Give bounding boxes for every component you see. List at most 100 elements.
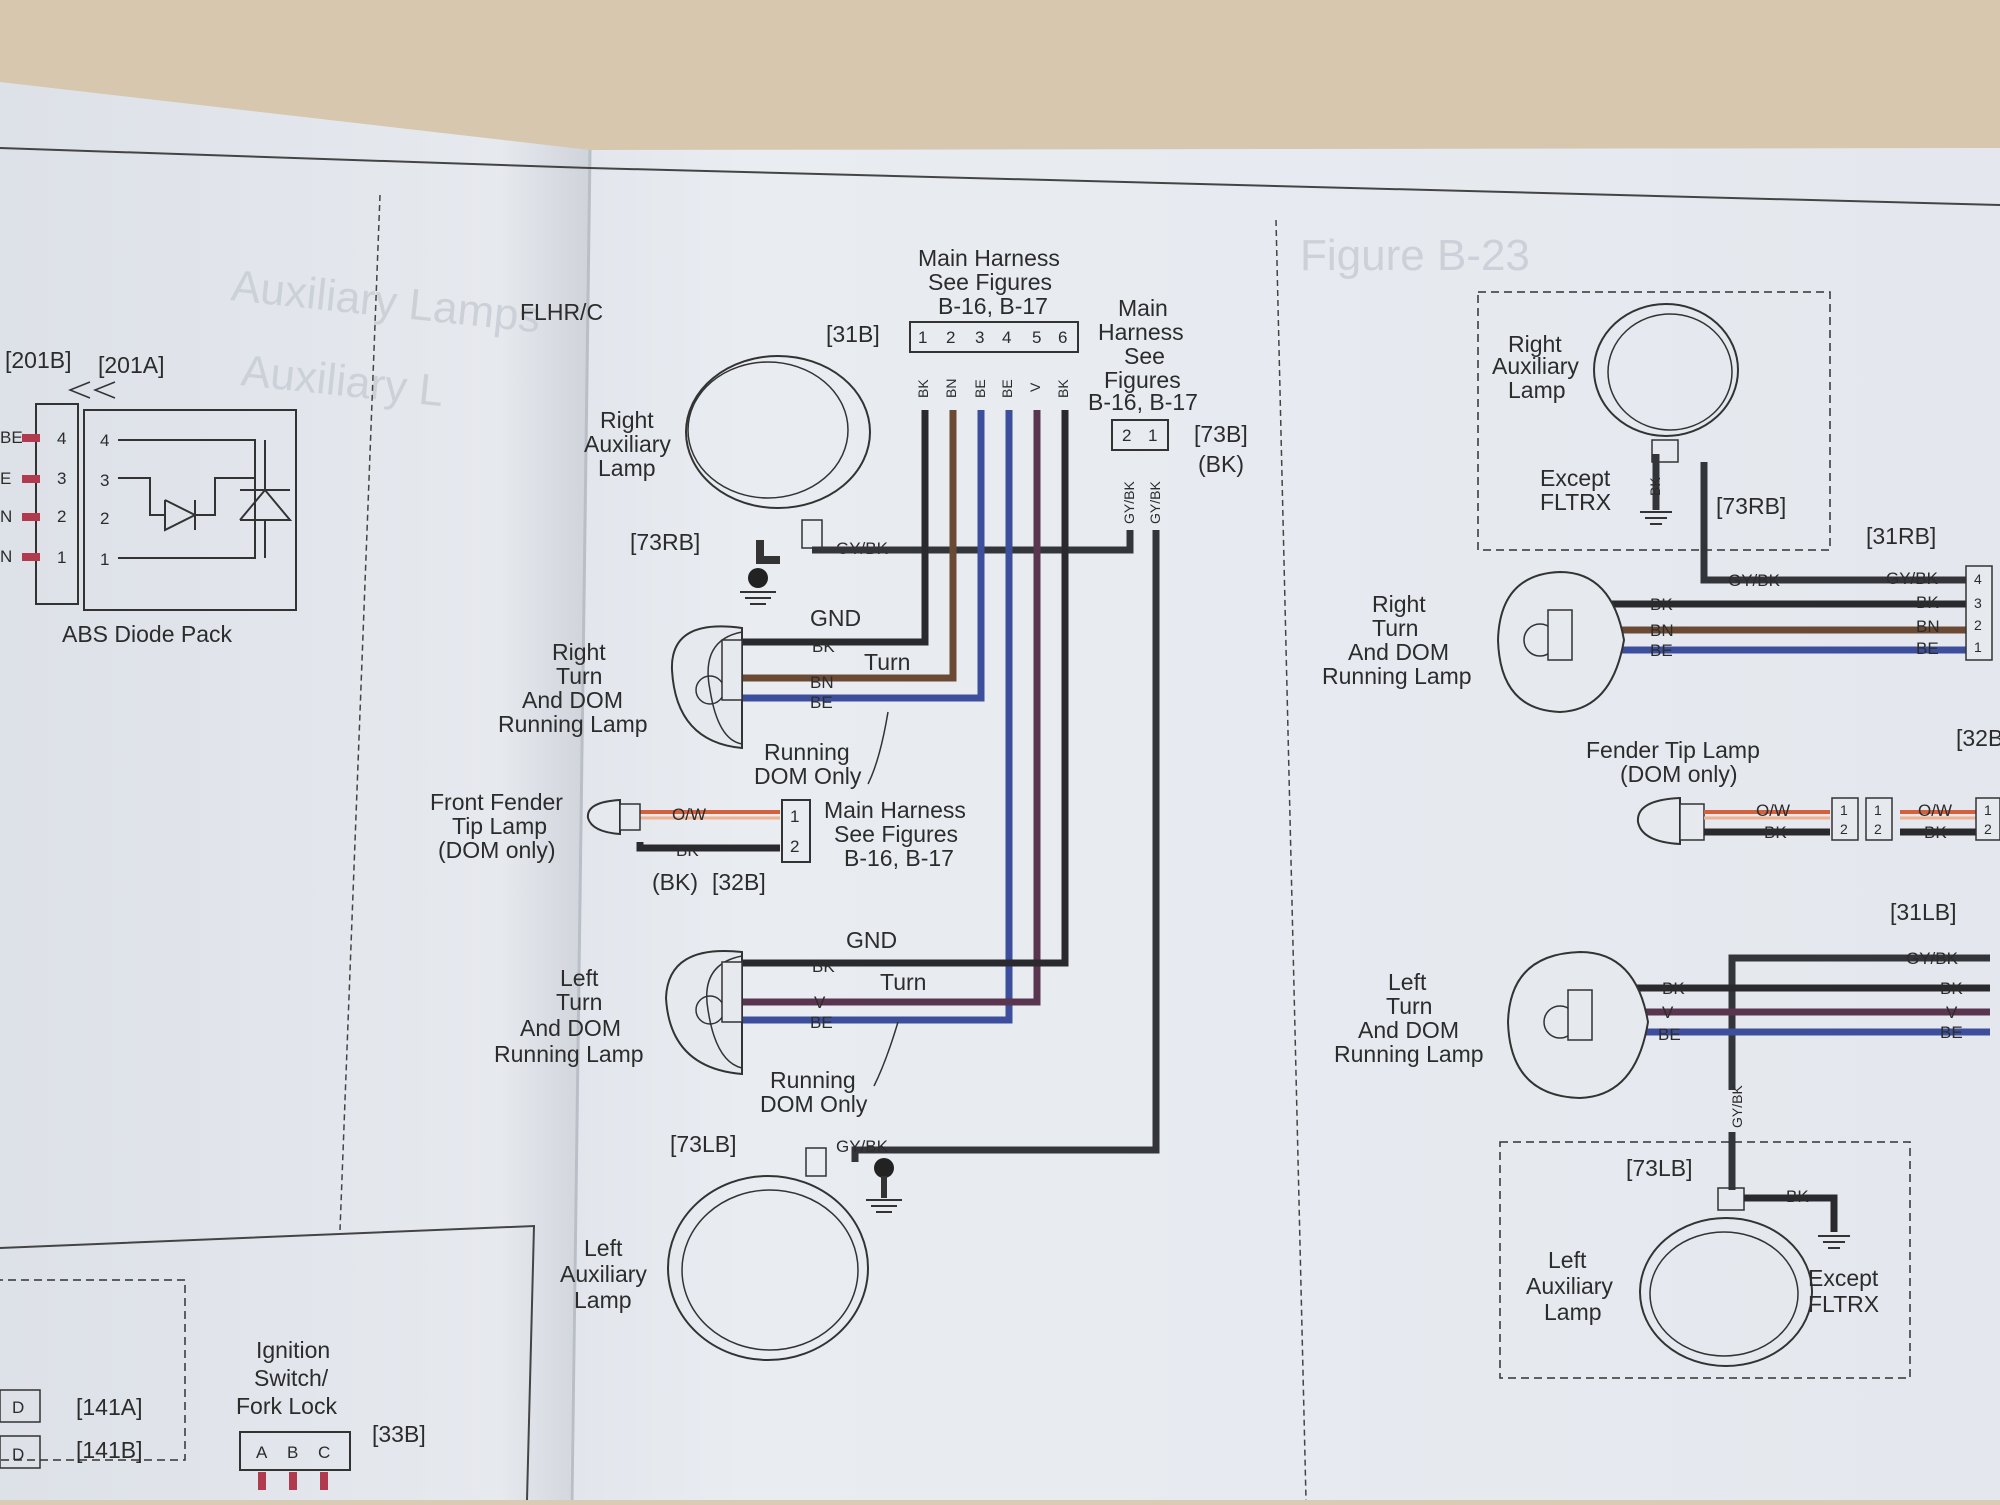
svg-text:Auxiliary: Auxiliary <box>1492 353 1579 379</box>
svg-text:Ignition: Ignition <box>256 1337 330 1363</box>
right-turn-lamp-right-page <box>1496 570 1626 714</box>
svg-text:V: V <box>1946 1003 1958 1022</box>
running-dom-only-right: Running DOM Only <box>754 711 889 789</box>
dashed-box-bottom-left <box>0 1279 186 1461</box>
svg-text:2: 2 <box>1840 821 1848 837</box>
front-fender-tip-label: Front Fender Tip Lamp (DOM only) <box>430 789 563 863</box>
svg-text:Turn: Turn <box>1372 615 1418 641</box>
wire-label-gybk-bottom: GY/BK <box>836 1137 889 1156</box>
connector-body-201b <box>35 403 79 605</box>
svg-text:4: 4 <box>100 431 109 450</box>
svg-text:BK: BK <box>1055 379 1071 398</box>
svg-text:Auxiliary: Auxiliary <box>584 431 671 457</box>
left-turn-lamp <box>664 950 743 1076</box>
svg-text:BN: BN <box>1650 621 1674 640</box>
svg-text:1: 1 <box>57 548 66 567</box>
svg-text:Switch/: Switch/ <box>254 1365 329 1391</box>
svg-text:Except: Except <box>1540 465 1611 491</box>
svg-text:BN: BN <box>810 673 834 692</box>
svg-text:Harness: Harness <box>1098 319 1184 345</box>
svg-text:BK: BK <box>1764 823 1787 842</box>
svg-text:Running: Running <box>770 1067 856 1093</box>
svg-text:And DOM: And DOM <box>1358 1017 1459 1043</box>
svg-text:Turn: Turn <box>556 663 602 689</box>
svg-text:BK: BK <box>1924 823 1947 842</box>
svg-text:Left: Left <box>1388 969 1427 995</box>
svg-text:(DOM only): (DOM only) <box>1620 761 1738 787</box>
left-turn-lamp-label: Left Turn And DOM Running Lamp <box>494 965 644 1067</box>
svg-text:BE: BE <box>810 1013 833 1032</box>
connector-31lb-wires: GY/BK BK V BE <box>1906 949 1963 1042</box>
svg-text:Lamp: Lamp <box>574 1287 632 1313</box>
svg-text:DOM Only: DOM Only <box>760 1091 868 1117</box>
svg-text:BK: BK <box>812 637 835 656</box>
diode-pack-label: ABS Diode Pack <box>62 621 233 647</box>
svg-text:V: V <box>1662 1003 1674 1022</box>
page-fold <box>570 149 592 1501</box>
left-auxiliary-lamp <box>667 1147 869 1361</box>
svg-text:2: 2 <box>946 328 955 347</box>
left-page-content: [201B] [201A] BE E N N 4 3 2 1 4 3 2 1 <box>0 347 426 1490</box>
svg-text:B-16, B-17: B-16, B-17 <box>844 845 954 871</box>
svg-text:And DOM: And DOM <box>520 1015 621 1041</box>
ignition-wire-stubs <box>258 1472 328 1490</box>
svg-text:3: 3 <box>57 469 66 488</box>
svg-text:1: 1 <box>918 328 927 347</box>
ground-right-top <box>1640 454 1672 525</box>
left-aux-lamp-label-right: Left Auxiliary Lamp <box>1526 1247 1613 1325</box>
right-wires-top <box>1560 462 1980 654</box>
svg-text:BK: BK <box>812 957 835 976</box>
svg-text:2: 2 <box>1984 821 1992 837</box>
svg-text:6: 6 <box>1058 328 1067 347</box>
svg-text:Lamp: Lamp <box>1508 377 1566 403</box>
model-label: FLHR/C <box>520 299 603 325</box>
svg-text:3: 3 <box>100 471 109 490</box>
svg-text:Turn: Turn <box>1386 993 1432 1019</box>
svg-text:Front Fender: Front Fender <box>430 789 563 815</box>
left-turn-lamp-label-right: Left Turn And DOM Running Lamp <box>1334 969 1484 1067</box>
turn-label-left: Turn <box>880 969 926 995</box>
svg-text:Tip Lamp: Tip Lamp <box>452 813 547 839</box>
svg-text:O/W: O/W <box>1918 801 1952 820</box>
svg-text:BK: BK <box>676 841 699 860</box>
svg-text:(BK): (BK) <box>652 869 698 895</box>
svg-text:GY/BK: GY/BK <box>1886 569 1939 588</box>
svg-text:BK: BK <box>1940 979 1963 998</box>
svg-text:Running Lamp: Running Lamp <box>494 1041 644 1067</box>
connector-141a: [141A] <box>76 1394 143 1420</box>
connector-31rb-label: [31RB] <box>1866 523 1936 549</box>
svg-text:BK: BK <box>1650 595 1673 614</box>
connector-73rb-label: [73RB] <box>630 529 700 555</box>
svg-text:BE: BE <box>810 693 833 712</box>
svg-text:B-16, B-17: B-16, B-17 <box>1088 389 1198 415</box>
svg-text:Right: Right <box>552 639 606 665</box>
svg-text:1: 1 <box>1974 639 1982 655</box>
svg-text:1: 1 <box>1984 802 1992 818</box>
connector-32b-right-label: [32B <box>1956 725 2000 751</box>
svg-text:GY/BK: GY/BK <box>1906 949 1959 968</box>
gnd-label-right: GND <box>810 605 861 631</box>
connector-201b: [201B] <box>5 347 72 373</box>
left-aux-lamp-label: Left Auxiliary Lamp <box>560 1235 647 1313</box>
svg-text:GY/BK: GY/BK <box>1147 481 1163 524</box>
pin-d-top <box>0 1389 41 1423</box>
ignition-connector-box <box>239 1431 351 1471</box>
diode-symbols <box>118 439 293 559</box>
connector-32b-label: [32B] <box>712 869 766 895</box>
svg-text:Right: Right <box>600 407 654 433</box>
svg-text:Turn: Turn <box>556 989 602 1015</box>
svg-text:V: V <box>814 993 826 1012</box>
svg-text:BN: BN <box>1916 617 1940 636</box>
connector-31lb-label: [31LB] <box>1890 899 1957 925</box>
diode-pack-box <box>83 409 297 611</box>
right-turn-lamp-label-right: Right Turn And DOM Running Lamp <box>1322 591 1472 689</box>
svg-text:Lamp: Lamp <box>1544 1299 1602 1325</box>
svg-text:2: 2 <box>1122 426 1131 445</box>
svg-text:BK: BK <box>1786 1187 1809 1206</box>
svg-text:C: C <box>318 1443 330 1462</box>
svg-text:Figure B-23: Figure B-23 <box>1300 231 1530 280</box>
svg-text:4: 4 <box>57 429 66 448</box>
main-harness-mid-label: Main Harness See Figures B-16, B-17 <box>824 797 966 871</box>
svg-text:N: N <box>0 507 12 526</box>
svg-text:4: 4 <box>1974 571 1982 587</box>
